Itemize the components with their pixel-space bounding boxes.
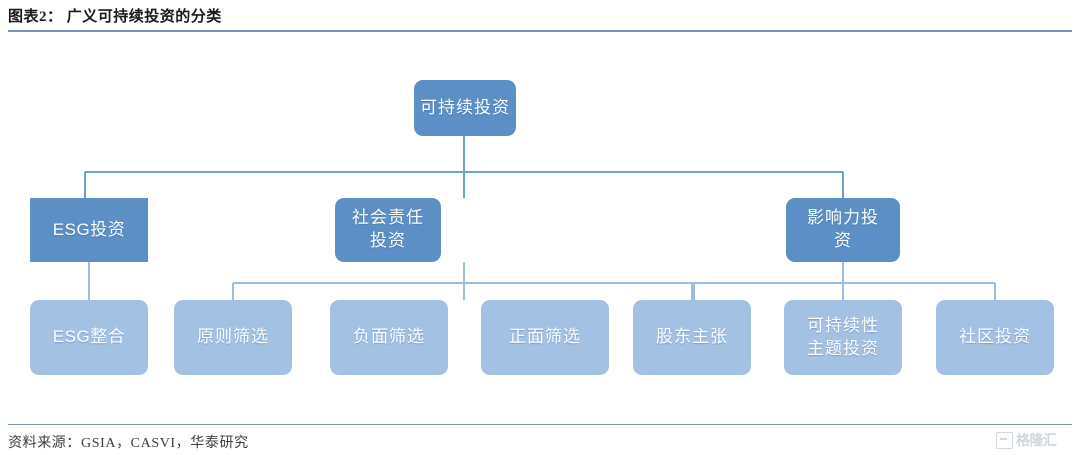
node-label: 负面筛选 bbox=[353, 327, 425, 347]
node-esg-investing[interactable]: ESG投资 bbox=[30, 198, 148, 262]
node-label: ESG整合 bbox=[52, 327, 126, 347]
source-note: 资料来源：GSIA，CASVI，华泰研究 bbox=[8, 436, 249, 451]
connector-lines bbox=[84, 136, 996, 300]
node-label: 影响力投 资 bbox=[807, 208, 879, 250]
node-label: 正面筛选 bbox=[509, 327, 581, 347]
node-label: 可持续性 主题投资 bbox=[807, 315, 879, 358]
node-label: ESG投资 bbox=[52, 219, 126, 239]
org-chart-diagram: 可持续投资 ESG投资 社会责任 投资 影响力投 资 ESG整合 原则筛选 负面… bbox=[0, 36, 1080, 424]
node-impact-investing[interactable]: 影响力投 资 bbox=[786, 198, 900, 262]
node-label: 社区投资 bbox=[959, 327, 1031, 347]
watermark-logo-icon bbox=[996, 431, 1013, 449]
watermark-label: 格隆汇 bbox=[1016, 432, 1057, 448]
node-social-responsible-investing[interactable]: 社会责任 投资 bbox=[335, 198, 441, 262]
footer-divider bbox=[8, 424, 1072, 425]
node-community-investing[interactable]: 社区投资 bbox=[936, 300, 1054, 375]
node-esg-integration[interactable]: ESG整合 bbox=[30, 300, 148, 375]
node-norms-screening[interactable]: 原则筛选 bbox=[174, 300, 292, 375]
node-shareholder-advocacy[interactable]: 股东主张 bbox=[633, 300, 751, 375]
node-label: 股东主张 bbox=[656, 327, 728, 347]
node-label: 社会责任 投资 bbox=[352, 208, 424, 250]
node-sustainability-themed-investing[interactable]: 可持续性 主题投资 bbox=[784, 300, 902, 375]
title-divider bbox=[8, 30, 1072, 32]
watermark: 格隆汇 bbox=[996, 430, 1057, 450]
node-positive-screening[interactable]: 正面筛选 bbox=[481, 300, 609, 375]
node-root-sustainable-investing[interactable]: 可持续投资 bbox=[414, 80, 516, 136]
node-label: 可持续投资 bbox=[420, 97, 510, 117]
page-title: 图表2： 广义可持续投资的分类 bbox=[8, 9, 222, 25]
node-negative-screening[interactable]: 负面筛选 bbox=[330, 300, 448, 375]
node-label: 原则筛选 bbox=[197, 327, 269, 347]
